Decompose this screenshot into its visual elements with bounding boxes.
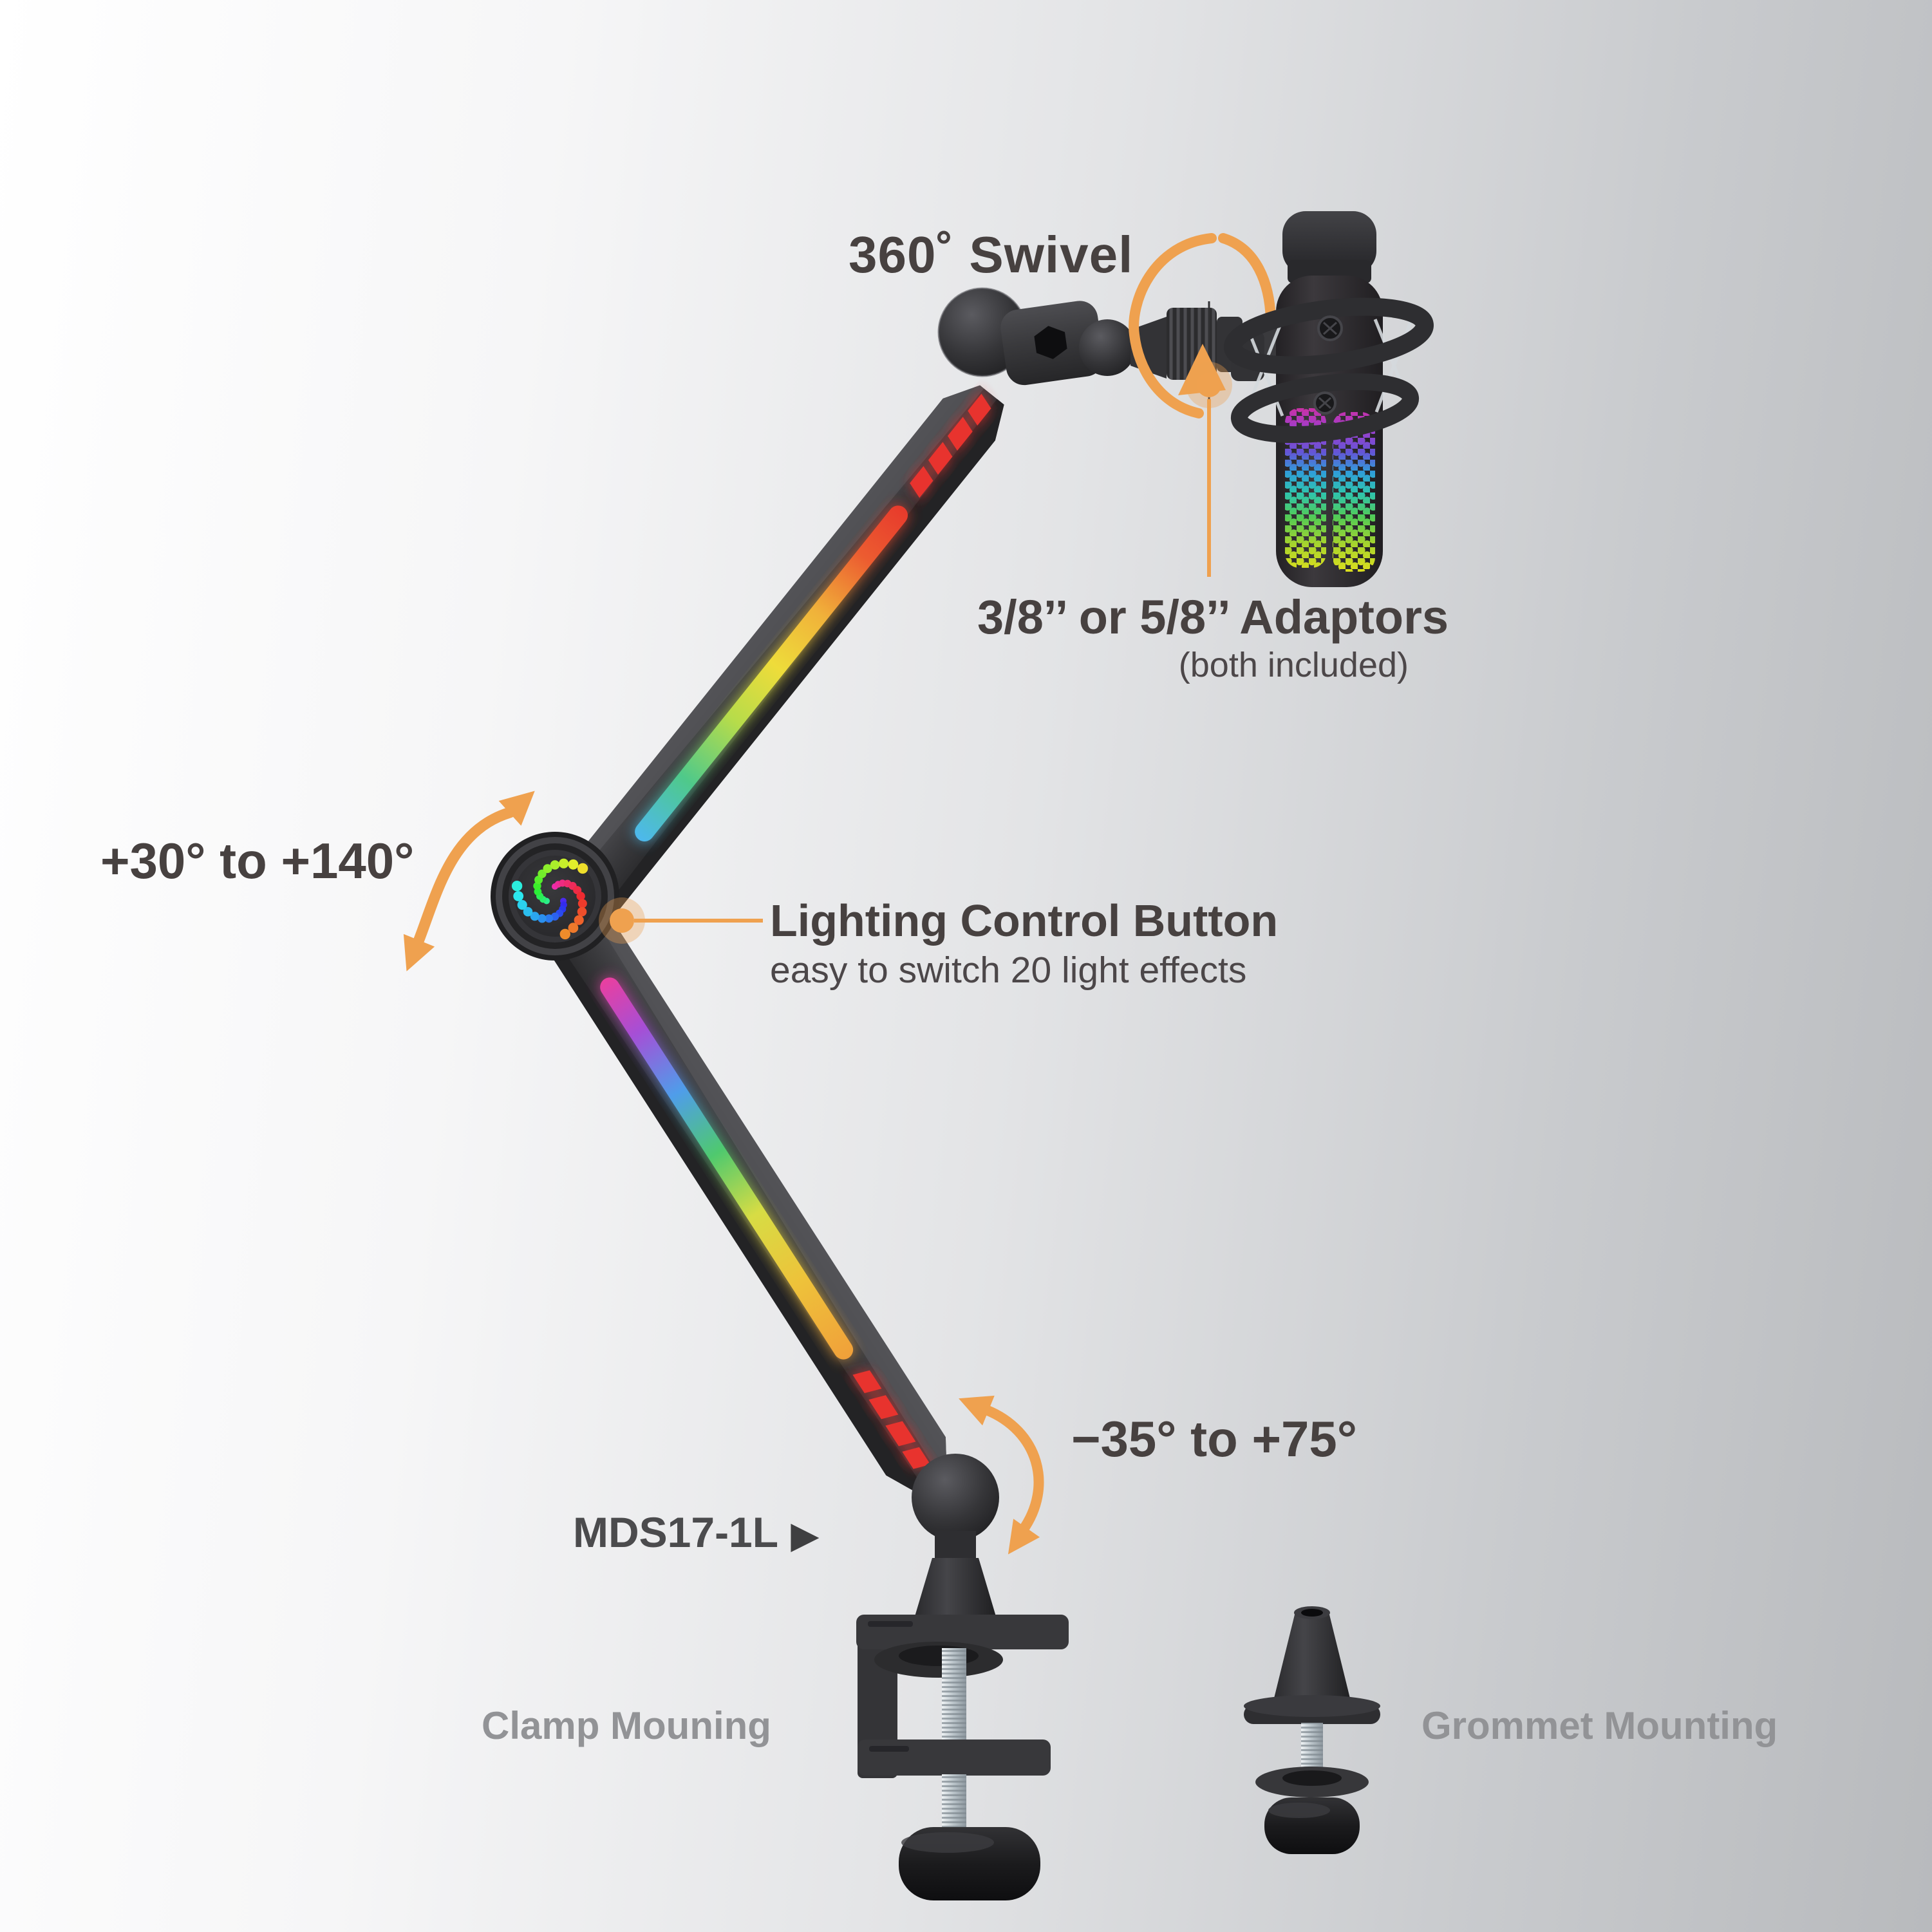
shock-mount-screws <box>1313 315 1343 415</box>
lighting-leader <box>599 897 763 944</box>
base-range-label: −35° to +75° <box>1071 1411 1357 1467</box>
rgb-spiral-dots <box>511 858 588 940</box>
lighting-control-button[interactable] <box>491 832 619 961</box>
elbow-rotation-arrow <box>403 791 535 971</box>
clamp-mount <box>856 1615 1069 1900</box>
model-text: MDS17-1L <box>573 1508 779 1556</box>
grommet-mount <box>1244 1606 1380 1854</box>
base-joint <box>912 1454 999 1618</box>
model-pointer-icon: ▶ <box>791 1516 818 1555</box>
adaptor-leader <box>1186 362 1232 577</box>
elbow-range-label: +30° to +140° <box>100 832 415 889</box>
microphone <box>1224 211 1434 587</box>
model-label: MDS17-1L ▶ <box>573 1508 818 1557</box>
adaptors-sublabel: (both included) <box>1178 646 1409 684</box>
grommet-mounting-label: Grommet Mounting <box>1421 1704 1778 1747</box>
base-rotation-arrow <box>959 1395 1044 1555</box>
lower-arm <box>525 877 947 1496</box>
lighting-control-sublabel: easy to switch 20 light effects <box>770 950 1247 991</box>
swivel-label: 360˚ Swivel <box>849 226 1134 283</box>
adaptors-label: 3/8’’ or 5/8’’ Adaptors <box>977 590 1449 644</box>
swivel-rotation-arrow-back <box>1218 233 1276 324</box>
upper-arm <box>540 385 1004 943</box>
lighting-control-label: Lighting Control Button <box>770 896 1279 946</box>
shock-mount <box>1224 297 1434 444</box>
clamp-mounting-label: Clamp Mouning <box>482 1704 771 1747</box>
